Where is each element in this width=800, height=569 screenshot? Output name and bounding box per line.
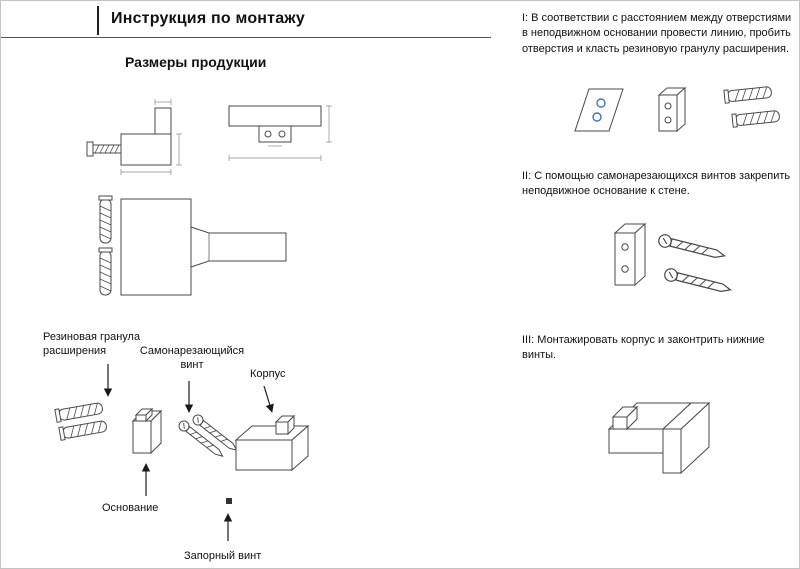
drawing-profile-view	[98, 195, 287, 296]
drawing-exploded-view	[54, 364, 310, 541]
base-plate-icon	[613, 222, 647, 287]
label-base: Основание	[102, 502, 159, 514]
header-divider	[1, 37, 491, 38]
hook-side-outline	[120, 107, 172, 166]
step-2-text: II: С помощью самонарезающихся винтов за…	[522, 170, 791, 198]
drawing-side-view	[86, 99, 182, 175]
label-self-tapping-screw: Самонарезающийся винт	[139, 345, 245, 371]
rubber-anchor-icon	[58, 418, 108, 441]
self-tapping-screw-icon	[662, 266, 733, 297]
step-1-text: I: В соответствии с расстоянием между от…	[522, 12, 792, 55]
label-body: Корпус	[250, 368, 286, 380]
body-part-icon	[234, 414, 310, 472]
title-accent-line	[97, 6, 99, 35]
callout-arrows	[103, 364, 274, 541]
base-part-icon	[131, 407, 163, 455]
label-rubber-granule: Резиновая гранула расширения	[43, 331, 141, 357]
marking-template-icon	[574, 88, 624, 132]
rubber-anchor-icon	[54, 400, 104, 423]
base-plate-icon	[657, 86, 687, 133]
hook-profile-outline	[120, 198, 287, 296]
dimension-lines	[120, 99, 182, 175]
locking-screw-icon	[226, 498, 232, 504]
assembled-hook-icon	[607, 401, 711, 475]
step-1-diagram	[574, 84, 781, 133]
rubber-anchor-icon	[731, 108, 781, 128]
section-title-dimensions: Размеры продукции	[125, 54, 267, 70]
wall-anchor-icon	[98, 247, 113, 296]
dimension-lines	[228, 105, 332, 161]
step-3-text: III: Монтажировать корпус и законтрить н…	[522, 334, 765, 362]
self-tapping-screw-icon	[656, 232, 727, 263]
step-2-diagram	[613, 222, 733, 297]
page-title: Инструкция по монтажу	[111, 10, 305, 27]
hook-front-outline	[228, 105, 322, 143]
rubber-anchor-icon	[723, 84, 773, 104]
drawing-front-view	[228, 105, 332, 161]
wall-anchor-icon	[98, 195, 113, 244]
step-3-diagram	[607, 401, 711, 475]
label-locking-screw: Запорный винт	[184, 550, 262, 562]
screw-side-icon	[86, 141, 121, 157]
